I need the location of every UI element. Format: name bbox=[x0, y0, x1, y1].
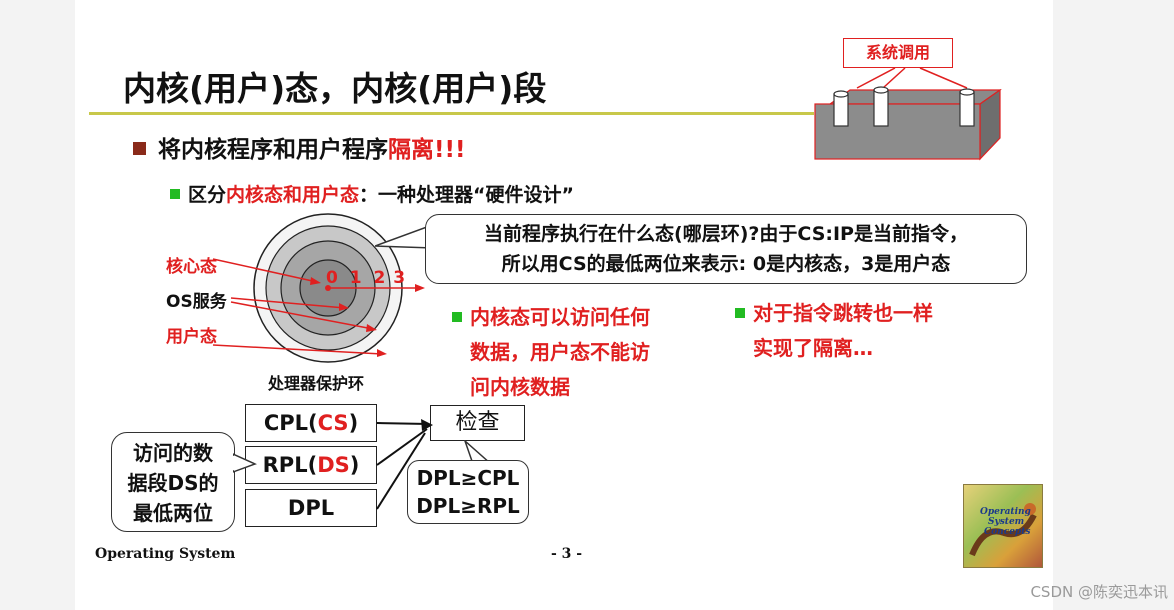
bullet-square-icon bbox=[452, 312, 462, 322]
ds-note-line: 据段DS的 bbox=[127, 471, 219, 495]
callout-line2: 所以用CS的最低两位来表示: 0是内核态，3是用户态 bbox=[501, 253, 951, 275]
arrowhead-icon bbox=[415, 284, 425, 292]
note-line: 内核态可以访问任何 bbox=[452, 300, 650, 335]
rule-dpl-rpl: DPL≥RPL bbox=[416, 494, 520, 518]
callout-bubble: 当前程序执行在什么态(哪层环)?由于CS:IP是当前指令， 所以用CS的最低两位… bbox=[425, 214, 1027, 284]
arrowhead-icon bbox=[339, 303, 349, 311]
bullet-square-icon bbox=[133, 142, 146, 155]
syscall-link-line bbox=[919, 67, 968, 89]
arrowhead-icon bbox=[366, 324, 377, 332]
note-jump: 对于指令跳转也一样 实现了隔离… bbox=[735, 296, 933, 366]
bullet1-text: 将内核程序和用户程序 bbox=[158, 137, 388, 163]
book-title-line: Operating bbox=[980, 507, 1031, 517]
ring-number: 3 bbox=[393, 268, 406, 288]
ring-number: 2 bbox=[373, 268, 386, 288]
rpl-box: RPL(DS) bbox=[245, 446, 377, 484]
footer-title: Operating System bbox=[95, 546, 236, 562]
core-arrow bbox=[212, 258, 318, 283]
page-number: - 3 - bbox=[551, 546, 583, 562]
rings-caption: 处理器保护环 bbox=[268, 374, 365, 393]
bullet-isolation: 将内核程序和用户程序隔离!!! bbox=[133, 130, 465, 164]
note-line: 数据，用户态不能访 bbox=[470, 340, 650, 364]
dinosaur-icon bbox=[969, 503, 1037, 557]
bullet2-suffix: ：一种处理器“硬件设计” bbox=[359, 184, 575, 206]
arrowhead-icon bbox=[377, 349, 387, 357]
check-arrows bbox=[376, 419, 433, 510]
bullet1-highlight: 隔离!!! bbox=[388, 137, 466, 163]
arrowhead-icon bbox=[421, 419, 433, 431]
cpl-box: CPL(CS) bbox=[245, 404, 377, 442]
syscall-label: 系统调用 bbox=[865, 43, 930, 62]
note-line: 问内核数据 bbox=[470, 375, 570, 399]
note-kernel-access: 内核态可以访问任何 数据，用户态不能访 问内核数据 bbox=[452, 300, 650, 405]
note-line: 实现了隔离… bbox=[753, 336, 873, 360]
book-title-line: Concepts bbox=[984, 527, 1031, 537]
syscall-link-line bbox=[882, 67, 906, 89]
title-rule bbox=[89, 112, 814, 115]
os-arrow-2 bbox=[230, 301, 374, 330]
callout-line1: 当前程序执行在什么态(哪层环)?由于CS:IP是当前指令， bbox=[484, 223, 968, 245]
bullet2-highlight: 内核态和用户态 bbox=[226, 184, 360, 206]
bullet-square-icon bbox=[735, 308, 745, 318]
user-arrow bbox=[212, 344, 384, 355]
book-cover-image: Operating System Concepts bbox=[963, 484, 1043, 568]
book-title-line: System bbox=[988, 517, 1025, 527]
bullet-kernel-user-mode: 区分内核态和用户态：一种处理器“硬件设计” bbox=[170, 180, 574, 207]
csdn-watermark: CSDN @陈奕迅本讯 bbox=[1030, 583, 1168, 601]
slide: 系统调用 内核(用户)态，内核(用户)段 将内核程序和用户程序隔离!!! 区分内… bbox=[75, 0, 1053, 610]
rules-bubble: DPL≥CPL DPL≥RPL bbox=[407, 460, 529, 524]
page-title: 内核(用户)态，内核(用户)段 bbox=[123, 69, 547, 108]
ring-number: 1 bbox=[349, 268, 362, 288]
dpl-box: DPL bbox=[245, 489, 377, 527]
arrowhead-icon bbox=[310, 277, 321, 285]
label-os-service: OS服务 bbox=[166, 292, 227, 312]
label-core-mode: 核心态 bbox=[166, 257, 217, 277]
protection-rings-diagram bbox=[212, 213, 425, 363]
rule-dpl-cpl: DPL≥CPL bbox=[416, 466, 520, 490]
syscall-link-line bbox=[856, 67, 896, 89]
os-arrow-1 bbox=[230, 297, 346, 309]
bullet2-prefix: 区分 bbox=[188, 184, 227, 206]
syscall-label-box: 系统调用 bbox=[843, 38, 953, 68]
check-box: 检查 bbox=[430, 405, 525, 441]
bullet-square-icon bbox=[170, 189, 180, 199]
syscall-block-diagram bbox=[814, 67, 1002, 161]
label-user-mode: 用户态 bbox=[166, 327, 217, 347]
ring-numbers: 0 1 2 3 bbox=[326, 268, 405, 288]
note-line: 对于指令跳转也一样 bbox=[735, 296, 933, 331]
ds-note-line: 访问的数 bbox=[133, 441, 213, 465]
ds-note-bubble: 访问的数 据段DS的 最低两位 bbox=[111, 432, 235, 532]
ds-note-tail bbox=[233, 453, 257, 473]
rpl-register: DS bbox=[317, 453, 350, 477]
ds-note-line: 最低两位 bbox=[133, 501, 213, 525]
gate-cylinder bbox=[833, 86, 975, 127]
ring-number: 0 bbox=[326, 268, 338, 288]
cpl-register: CS bbox=[317, 411, 349, 435]
